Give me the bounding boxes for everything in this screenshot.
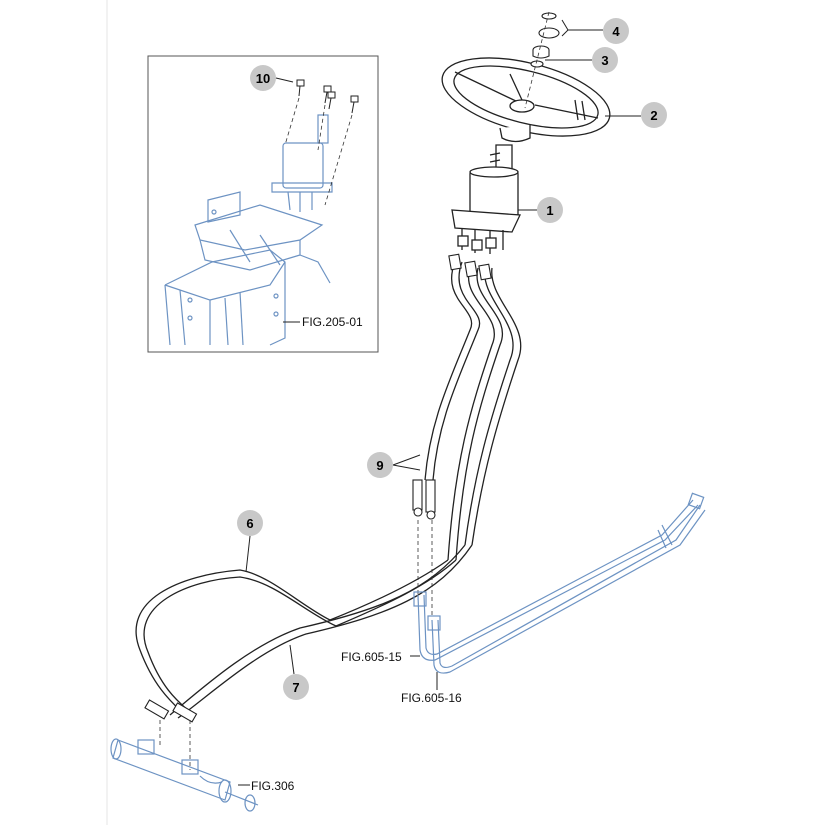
callout-10 xyxy=(250,65,276,91)
inset-column-frame xyxy=(164,191,331,346)
steering-cylinder xyxy=(110,738,259,812)
callout-2-group: 2 xyxy=(605,102,667,128)
fig-ref-605-15-group: FIG.605-15 xyxy=(341,650,420,664)
callout-7-group: 7 xyxy=(283,644,309,700)
callout-9-group: 9 xyxy=(367,452,421,478)
fig-ref-306-group: FIG.306 xyxy=(238,779,295,793)
callout-9 xyxy=(367,452,393,478)
inset-screw-guides xyxy=(284,97,353,206)
callout-2 xyxy=(641,102,667,128)
inset-fig-ref: FIG.205-01 xyxy=(302,315,363,329)
callout-10-leader xyxy=(275,77,294,83)
mid-hose-fittings xyxy=(412,479,436,520)
callout-6 xyxy=(237,510,263,536)
pipe-guides xyxy=(159,520,433,770)
callout-7-label: 7 xyxy=(292,680,299,695)
callout-1 xyxy=(537,197,563,223)
callout-4-group: 4 xyxy=(561,18,629,44)
fig-ref-605-16-group: FIG.605-16 xyxy=(401,672,462,705)
callout-4 xyxy=(603,18,629,44)
hydraulic-hoses xyxy=(135,253,522,723)
callout-1-group: 1 xyxy=(518,197,563,223)
wheel-hardware xyxy=(530,12,560,68)
callout-3-label: 3 xyxy=(601,53,608,68)
callout-10-label: 10 xyxy=(256,71,270,86)
callout-4-label: 4 xyxy=(612,24,620,39)
callout-3-group: 3 xyxy=(545,47,618,73)
steering-pipes xyxy=(413,492,706,674)
fig-ref-306: FIG.306 xyxy=(251,779,295,793)
lower-hose-fittings xyxy=(144,699,198,723)
callout-7 xyxy=(283,674,309,700)
inset-steering-column: 10 FIG.205-01 xyxy=(147,55,379,353)
fig-ref-605-16: FIG.605-16 xyxy=(401,691,462,705)
callout-1-label: 1 xyxy=(546,203,553,218)
callout-6-label: 6 xyxy=(246,516,253,531)
steering-wheel xyxy=(441,57,611,143)
inset-screws xyxy=(296,79,359,114)
callout-3 xyxy=(592,47,618,73)
wheel-axis-guide xyxy=(524,11,550,109)
callout-6-group: 6 xyxy=(237,510,263,573)
fig-ref-605-15: FIG.605-15 xyxy=(341,650,402,664)
callout-2-label: 2 xyxy=(650,108,657,123)
inset-frame xyxy=(147,55,379,353)
callout-9-label: 9 xyxy=(376,458,383,473)
upper-hose-fittings xyxy=(448,253,492,281)
inset-steering-unit xyxy=(271,114,333,212)
steering-unit xyxy=(451,144,521,254)
